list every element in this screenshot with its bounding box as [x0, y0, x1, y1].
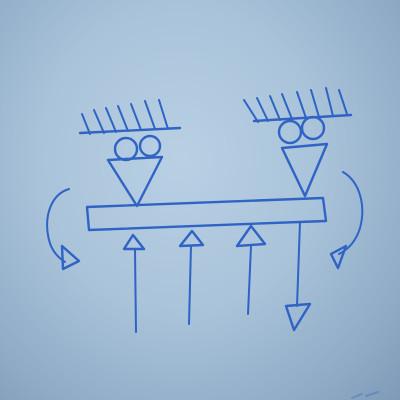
right-roller-a — [277, 119, 303, 145]
upward-load-arrow-3 — [235, 224, 267, 315]
downward-arrowhead — [284, 302, 312, 332]
right-support-hatching — [243, 87, 348, 123]
left-fixed-support — [78, 99, 182, 135]
upward-arrowhead-1 — [122, 233, 146, 251]
upward-arrowhead-3 — [235, 224, 267, 248]
right-pin-triangle — [280, 142, 329, 198]
right-moment-arc — [338, 171, 364, 255]
upward-load-arrow-1 — [122, 233, 146, 333]
right-fixed-support — [243, 87, 353, 123]
left-moment-arc — [46, 188, 70, 263]
right-moment — [329, 171, 364, 270]
upward-arrow-shaft-2 — [188, 245, 192, 325]
upward-arrowhead-2 — [178, 229, 205, 248]
left-support-hatching — [81, 99, 169, 135]
upward-load-arrows — [122, 224, 267, 333]
left-moment-arrowhead — [60, 244, 81, 271]
stray-pen-mark — [351, 391, 379, 399]
right-moment-arrowhead — [329, 244, 348, 270]
right-roller-b — [300, 115, 326, 141]
right-rollers — [277, 115, 326, 145]
left-roller-a — [113, 136, 139, 162]
upward-arrow-shaft-1 — [134, 249, 137, 333]
upward-arrow-shaft-3 — [247, 245, 252, 315]
left-pin-triangle — [106, 155, 164, 208]
left-roller-b — [138, 134, 162, 158]
beam — [85, 196, 328, 232]
downward-arrow-shaft — [296, 221, 301, 307]
downward-load-arrow — [284, 221, 312, 332]
left-moment — [46, 188, 81, 271]
upward-load-arrow-2 — [178, 229, 205, 325]
left-support-base-line — [78, 126, 182, 135]
right-support-base-line — [252, 113, 353, 123]
